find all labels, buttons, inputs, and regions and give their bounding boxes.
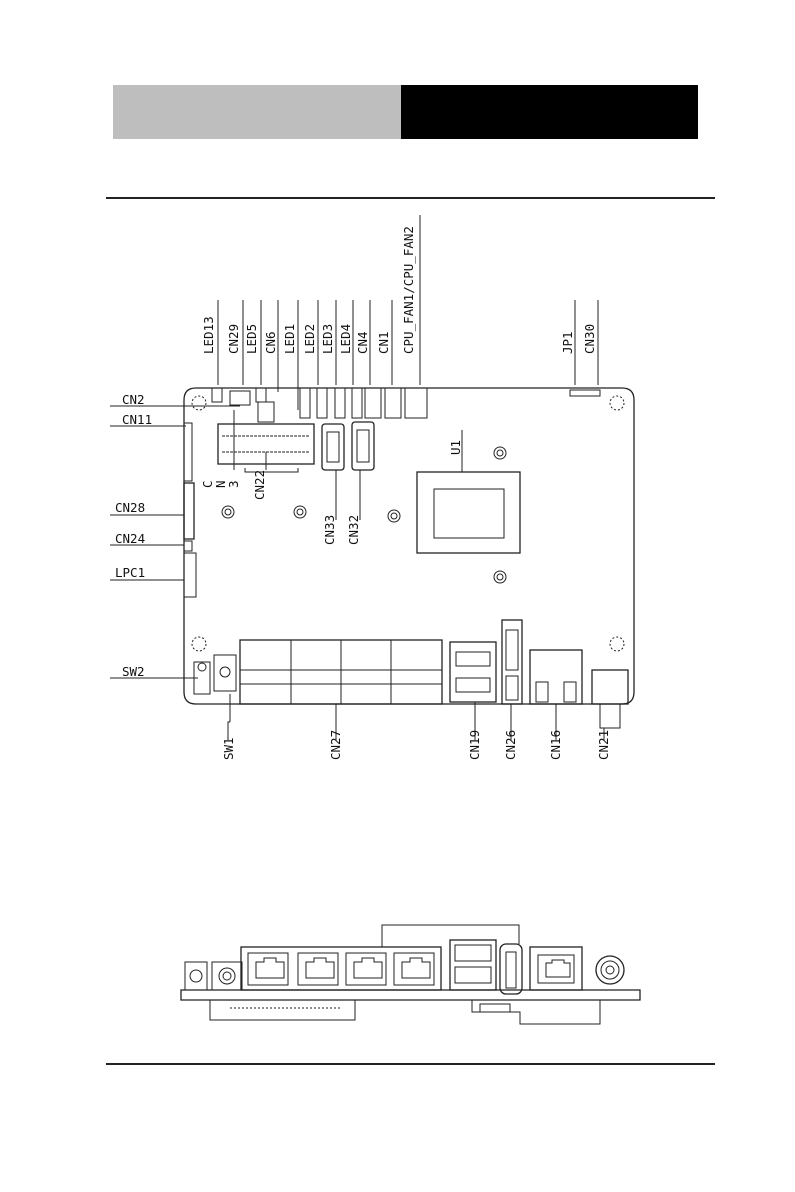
- label-cn26: CN26: [503, 730, 518, 760]
- label-cn6: CN6: [263, 331, 278, 354]
- label-led5: LED5: [244, 324, 259, 354]
- label-cn3-3: 3: [226, 480, 241, 488]
- label-cn33: CN33: [322, 515, 337, 545]
- label-cn28: CN28: [115, 500, 145, 515]
- label-led4: LED4: [338, 324, 353, 354]
- label-jp1: JP1: [560, 331, 575, 354]
- bottom-labels: SW1 CN27 CN19 CN26 CN16 CN21: [221, 730, 611, 760]
- label-cn29: CN29: [226, 324, 241, 354]
- label-sw1: SW1: [221, 737, 236, 760]
- label-cn22: CN22: [252, 470, 267, 500]
- label-cn2: CN2: [122, 392, 145, 407]
- label-cpu-fan: CPU_FAN1/CPU_FAN2: [401, 226, 416, 354]
- label-cn19: CN19: [467, 730, 482, 760]
- label-led1: LED1: [282, 324, 297, 354]
- label-sw2: SW2: [122, 664, 145, 679]
- label-cn4: CN4: [355, 331, 370, 354]
- board-labels: C N 3 CN22 CN33 CN32 U1: [200, 440, 463, 545]
- label-cn32: CN32: [346, 515, 361, 545]
- label-cn11: CN11: [122, 412, 152, 427]
- label-led2: LED2: [302, 324, 317, 354]
- label-u1: U1: [448, 440, 463, 455]
- label-cn1: CN1: [376, 331, 391, 354]
- label-cn24: CN24: [115, 531, 145, 546]
- label-led13: LED13: [201, 316, 216, 354]
- label-led3: LED3: [320, 324, 335, 354]
- label-cn27: CN27: [328, 730, 343, 760]
- label-cn30: CN30: [582, 324, 597, 354]
- label-cn21: CN21: [596, 730, 611, 760]
- left-labels: CN2 CN11 CN28 CN24 LPC1 SW2: [115, 392, 152, 679]
- label-cn16: CN16: [548, 730, 563, 760]
- top-labels: LED13 CN29 LED5 CN6 LED1 LED2 LED3 LED4 …: [201, 226, 597, 354]
- label-lpc1: LPC1: [115, 565, 145, 580]
